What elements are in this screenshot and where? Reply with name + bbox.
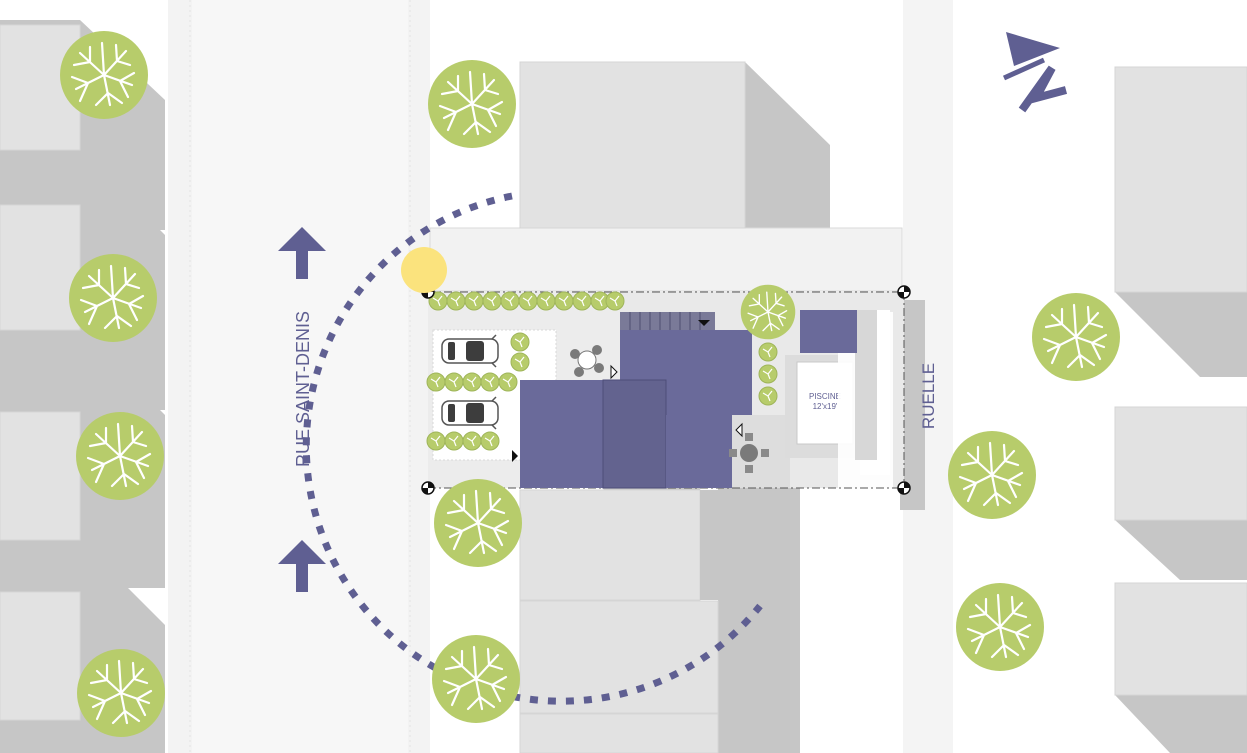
alley-label: RUELLE [919, 363, 938, 429]
patio-table-icon [570, 345, 604, 377]
sun-path [302, 192, 763, 705]
patio-table-icon [729, 433, 769, 473]
street [192, 0, 408, 753]
tree-icon [426, 58, 518, 150]
house [512, 310, 857, 489]
tree-icon [74, 410, 166, 502]
car-icon [441, 396, 499, 430]
tree-icon [740, 284, 796, 340]
left-buildings [0, 20, 165, 753]
tree-icon [1030, 291, 1122, 383]
tree-icon [430, 633, 522, 725]
tree-icon [954, 581, 1046, 673]
survey-marker-icon [897, 481, 911, 495]
traffic-arrow-icon [278, 227, 326, 279]
traffic-arrow-icon [278, 540, 326, 592]
pool-name: PISCINE [809, 392, 841, 401]
tree-icon [432, 477, 524, 569]
tree-icon [75, 647, 167, 739]
pool-size: 12'x19' [813, 402, 838, 411]
right-sidewalk [408, 0, 430, 753]
tree-icon [67, 252, 159, 344]
car-icon [441, 334, 499, 368]
tree-icon [946, 429, 1038, 521]
survey-marker-icon [421, 481, 435, 495]
neighbour-buildings [429, 61, 925, 753]
north-arrow-icon [1002, 32, 1068, 113]
tree-icon [58, 29, 150, 121]
sun-icon [401, 247, 447, 293]
survey-marker-icon [897, 285, 911, 299]
street-label: RUE SAINT-DENIS [293, 311, 313, 467]
right-buildings [1114, 66, 1247, 753]
left-sidewalk [168, 0, 192, 753]
